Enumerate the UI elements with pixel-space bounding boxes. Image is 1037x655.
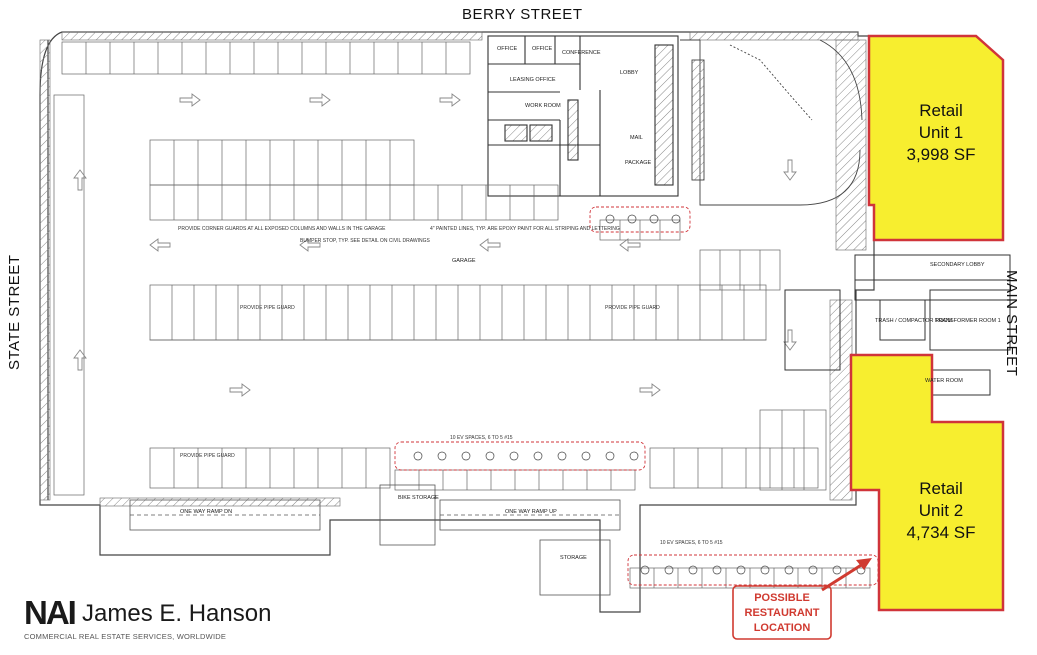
- ev-charger-icon: [832, 565, 842, 575]
- stall-row: [61, 41, 471, 75]
- ev-charger-icon: [736, 565, 746, 575]
- hatched-walls: [39, 31, 867, 507]
- ramp-down-label: ONE WAY RAMP DN: [180, 509, 233, 515]
- parking-stalls: [53, 41, 871, 589]
- ramps: [129, 484, 621, 596]
- ev-charger-icon: [627, 214, 637, 224]
- room-work: WORK ROOM: [525, 103, 561, 109]
- room-conference: CONFERENCE: [562, 50, 601, 56]
- corridor: [680, 39, 863, 206]
- ev-charger-icon: [605, 451, 615, 461]
- ev-chargers: [413, 214, 866, 575]
- callout-arrow: [821, 558, 872, 592]
- ev-charger-icon: [437, 451, 447, 461]
- retail-unit-2-area: 4,734 SF: [906, 523, 976, 542]
- retail-unit-2[interactable]: [849, 353, 1005, 612]
- note-corner-guard: PROVIDE CORNER GUARDS AT ALL EXPOSED COL…: [178, 226, 386, 232]
- ev-charger-icon: [671, 214, 681, 224]
- note-ev-1: 10 EV SPACES, 6 TO 5 #15: [450, 435, 513, 441]
- retail-unit-2-label: Retail Unit 2 4,734 SF: [880, 478, 1002, 544]
- room-office-1: OFFICE: [497, 46, 518, 52]
- room-mail: MAIL: [630, 135, 643, 141]
- ev-charger-icon: [605, 214, 615, 224]
- building-outline: [39, 31, 875, 613]
- restaurant-callout-box: [732, 585, 832, 640]
- callout-line-1: POSSIBLE: [754, 592, 810, 604]
- lobby-core: [487, 35, 679, 197]
- ev-charger-icon: [640, 565, 650, 575]
- ev-charger-icon: [581, 451, 591, 461]
- note-painted-lines: 4" PAINTED LINES, TYP. ARE EPOXY PAINT F…: [430, 226, 620, 232]
- stall-row: [649, 447, 819, 489]
- ev-charger-icon: [712, 565, 722, 575]
- retail-unit-2-name: Retail: [919, 479, 963, 498]
- retail-unit-1[interactable]: [867, 34, 1005, 242]
- room-garage: GARAGE: [452, 258, 476, 264]
- note-ev-2: 10 EV SPACES, 6 TO 5 #15: [660, 540, 723, 546]
- room-lobby: LOBBY: [620, 70, 639, 76]
- stall-row: [759, 409, 827, 491]
- retail-unit-1-area: 3,998 SF: [906, 145, 976, 164]
- ev-charger-icon: [461, 451, 471, 461]
- retail-unit-1-label: Retail Unit 1 3,998 SF: [882, 100, 1000, 166]
- ramp-up-label: ONE WAY RAMP UP: [505, 509, 557, 515]
- ev-charger-icon: [808, 565, 818, 575]
- ev-charger-icon: [649, 214, 659, 224]
- callout-line-3: LOCATION: [753, 622, 811, 634]
- room-package: PACKAGE: [625, 160, 652, 166]
- stall-row: [53, 94, 85, 496]
- ev-charger-icon: [760, 565, 770, 575]
- ev-charger-icon: [784, 565, 794, 575]
- room-trash: TRASH / COMPACTOR ROOM: [875, 318, 953, 324]
- ev-charger-icon: [664, 565, 674, 575]
- note-pipe-guard-1: PROVIDE PIPE GUARD: [240, 305, 295, 311]
- retail-unit-2-number: Unit 2: [918, 501, 964, 520]
- ev-charger-icon: [485, 451, 495, 461]
- room-bike: BIKE STORAGE: [398, 495, 439, 501]
- room-transformer: TRANSFORMER ROOM 1: [935, 318, 1001, 324]
- drive-arrows: [73, 93, 797, 397]
- ev-charger-icon: [629, 451, 639, 461]
- street-label-east: MAIN STREET: [1003, 270, 1020, 377]
- room-secondary-lobby: SECONDARY LOBBY: [930, 262, 985, 268]
- restaurant-callout-text: POSSIBLE RESTAURANT LOCATION: [737, 591, 827, 636]
- ev-charger-icon: [509, 451, 519, 461]
- logo-company-name: James E. Hanson: [82, 600, 272, 627]
- room-storage: STORAGE: [560, 555, 587, 561]
- note-pipe-guard-3: PROVIDE PIPE GUARD: [180, 453, 235, 459]
- street-label-north: BERRY STREET: [462, 6, 583, 23]
- ev-charger-icon: [688, 565, 698, 575]
- ev-charger-icon: [533, 451, 543, 461]
- room-leasing: LEASING OFFICE: [510, 77, 556, 83]
- ev-charger-icon: [413, 451, 423, 461]
- retail-unit-1-number: Unit 1: [918, 123, 964, 142]
- stall-row: [149, 184, 559, 221]
- stall-row: [149, 139, 415, 186]
- logo-mark: NAI: [24, 594, 77, 631]
- ev-charger-icon: [557, 451, 567, 461]
- callout-line-2: RESTAURANT: [744, 607, 820, 619]
- street-label-west: STATE STREET: [6, 254, 23, 370]
- note-bumper: BUMPER STOP, TYP. SEE DETAIL ON CIVIL DR…: [300, 238, 430, 244]
- retail-unit-1-name: Retail: [919, 101, 963, 120]
- room-water: WATER ROOM: [925, 378, 963, 384]
- room-office-2: OFFICE: [532, 46, 553, 52]
- note-pipe-guard-2: PROVIDE PIPE GUARD: [605, 305, 660, 311]
- logo-tagline: COMMERCIAL REAL ESTATE SERVICES, WORLDWI…: [24, 632, 227, 641]
- east-rooms: [784, 254, 1011, 396]
